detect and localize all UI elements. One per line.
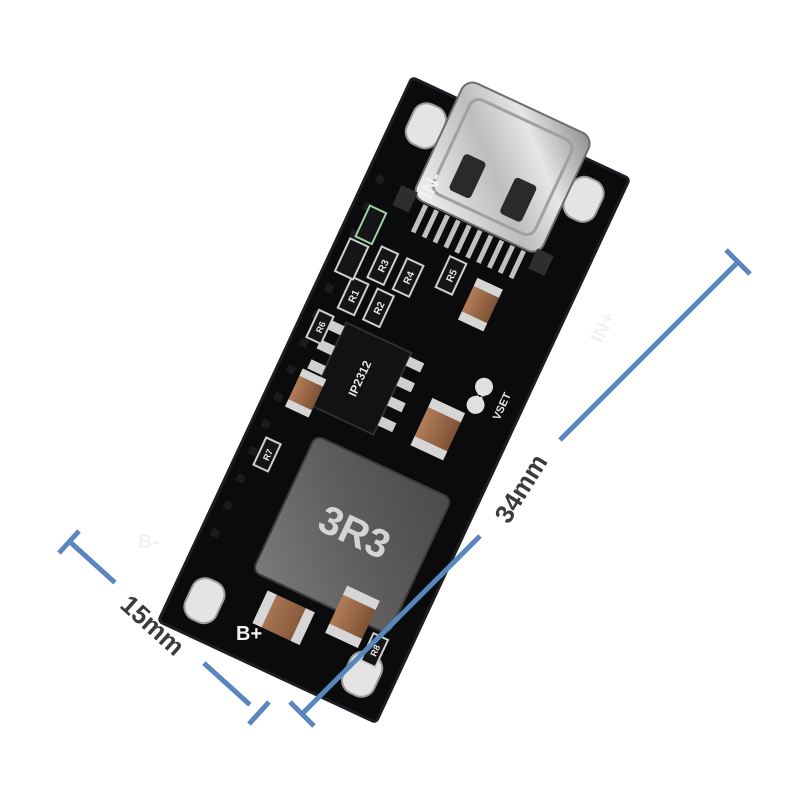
- capacitors: [252, 277, 503, 648]
- capacitor: [325, 585, 380, 648]
- usb-c-pins: [410, 204, 526, 280]
- led: [333, 204, 388, 281]
- resistor: R7: [252, 436, 283, 473]
- b-plus-label: B+: [236, 623, 262, 645]
- svg-text:R1: R1: [347, 288, 363, 305]
- svg-text:R5: R5: [445, 268, 461, 285]
- charger-ic: IP2312: [297, 319, 425, 436]
- b-minus-label: B-: [138, 531, 159, 553]
- capacitor: [285, 368, 327, 418]
- svg-text:R2: R2: [372, 300, 388, 317]
- via-row: [209, 174, 386, 539]
- svg-text:R6: R6: [314, 320, 328, 335]
- in-plus-label: IN+: [587, 308, 620, 346]
- resistor: R6: [305, 308, 335, 346]
- capacitor: [458, 277, 503, 332]
- svg-text:88: 88: [473, 388, 489, 404]
- capacitor: [410, 398, 466, 461]
- resistor: R4: [391, 256, 425, 299]
- resistor: R2: [361, 287, 396, 329]
- pcb-board: 3R3 IP2312: [158, 77, 630, 723]
- resistor: R3: [366, 245, 400, 287]
- resistor: R5: [434, 254, 468, 296]
- inductor: 3R3: [254, 436, 451, 633]
- usb-c-connector: [392, 81, 591, 280]
- capacitor: [252, 590, 315, 646]
- svg-text:R7: R7: [261, 448, 275, 463]
- resistor: R1: [336, 275, 370, 317]
- svg-text:R4: R4: [402, 270, 418, 287]
- svg-text:R3: R3: [376, 258, 392, 275]
